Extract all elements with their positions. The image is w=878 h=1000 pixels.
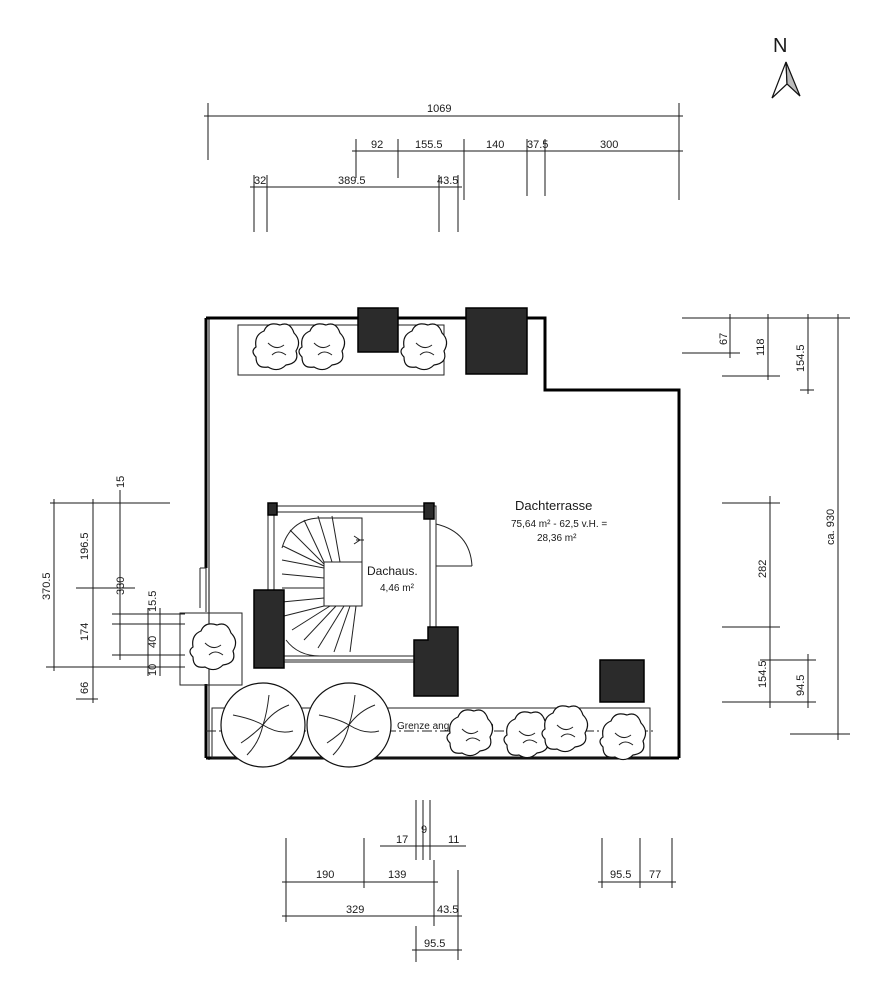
dim-top-overall: 1069 <box>427 103 451 115</box>
dim-bottom-small-2: 9 <box>421 824 427 836</box>
dachhaus-name: Dachaus. <box>367 564 418 578</box>
dim-bottom-row1-right-2: 77 <box>649 869 661 881</box>
dim-top-row2-1: 92 <box>371 139 383 151</box>
dim-top-row3-2: 389.5 <box>338 175 366 187</box>
dachhaus: Dachaus. 4,46 m² <box>253 502 473 697</box>
dim-bottom-row1-right-1: 95.5 <box>610 869 631 881</box>
trees-top <box>252 323 448 371</box>
dim-top-row2-3: 140 <box>486 139 504 151</box>
trees-large <box>220 682 392 768</box>
dim-right-mid-3: 154.5 <box>757 660 769 688</box>
dim-right-mid-2: 282 <box>757 560 769 578</box>
dim-left-outer: 370.5 <box>41 572 53 600</box>
dim-bottom-row2-1: 329 <box>346 904 364 916</box>
dim-right-inner-2: 118 <box>755 338 767 356</box>
dim-bottom-row1-1: 190 <box>316 869 334 881</box>
chimney-1 <box>357 307 399 353</box>
left-dimensions: 370.5 196.5 174 66 15 330 15.5 40 10 <box>41 476 185 703</box>
dim-left-mid-2: 174 <box>79 623 91 641</box>
dim-top-row2-2: 155.5 <box>415 139 443 151</box>
dim-left-small-1: 15.5 <box>147 591 159 612</box>
dim-left-mid-3: 66 <box>79 682 91 694</box>
dim-top-row2-5: 300 <box>600 139 618 151</box>
boundary-label: Grenze angenommen <box>397 721 494 732</box>
top-dimensions: 1069 92 155.5 140 37.5 300 32 389.5 43.5 <box>204 103 683 232</box>
dim-bottom-small-1: 17 <box>396 834 408 846</box>
dim-bottom-row3: 95.5 <box>424 938 445 950</box>
planter-left <box>179 612 243 686</box>
dim-left-small-2: 40 <box>147 636 159 648</box>
north-arrow-icon: N <box>771 35 801 99</box>
dim-right-inner-1: 67 <box>718 333 730 345</box>
right-dimensions: 67 118 154.5 ca. 930 282 154.5 94.5 <box>682 314 850 740</box>
dim-left-small-3: 10 <box>147 664 159 676</box>
dim-right-mid-1: 154.5 <box>795 344 807 372</box>
bottom-dimensions: 17 9 11 190 139 95.5 77 329 43.5 95.5 <box>282 800 676 962</box>
terrace-area: 75,64 m² - 62,5 v.H. = <box>511 519 607 530</box>
dim-right-overall: ca. 930 <box>825 509 837 545</box>
terrace-name: Dachterrasse <box>515 498 592 513</box>
north-label: N <box>773 35 787 57</box>
dim-top-row2-4: 37.5 <box>527 139 548 151</box>
chimney-2 <box>465 307 528 375</box>
dim-bottom-row1-2: 139 <box>388 869 406 881</box>
chimney-3 <box>599 659 645 703</box>
dim-right-small: 94.5 <box>795 675 807 696</box>
dim-top-row3-3: 43.5 <box>437 175 458 187</box>
stair-treads <box>281 515 364 657</box>
terrace-area-result: 28,36 m² <box>537 533 577 544</box>
dim-top-row3-1: 32 <box>254 175 266 187</box>
trees-bottom <box>446 705 647 761</box>
dim-left-inner-2: 330 <box>115 577 127 595</box>
dim-bottom-row2-2: 43.5 <box>437 904 458 916</box>
dim-left-mid-1: 196.5 <box>79 532 91 560</box>
dachhaus-area: 4,46 m² <box>380 583 415 594</box>
dim-bottom-small-3: 11 <box>448 834 459 846</box>
dim-left-inner-1: 15 <box>115 476 127 488</box>
